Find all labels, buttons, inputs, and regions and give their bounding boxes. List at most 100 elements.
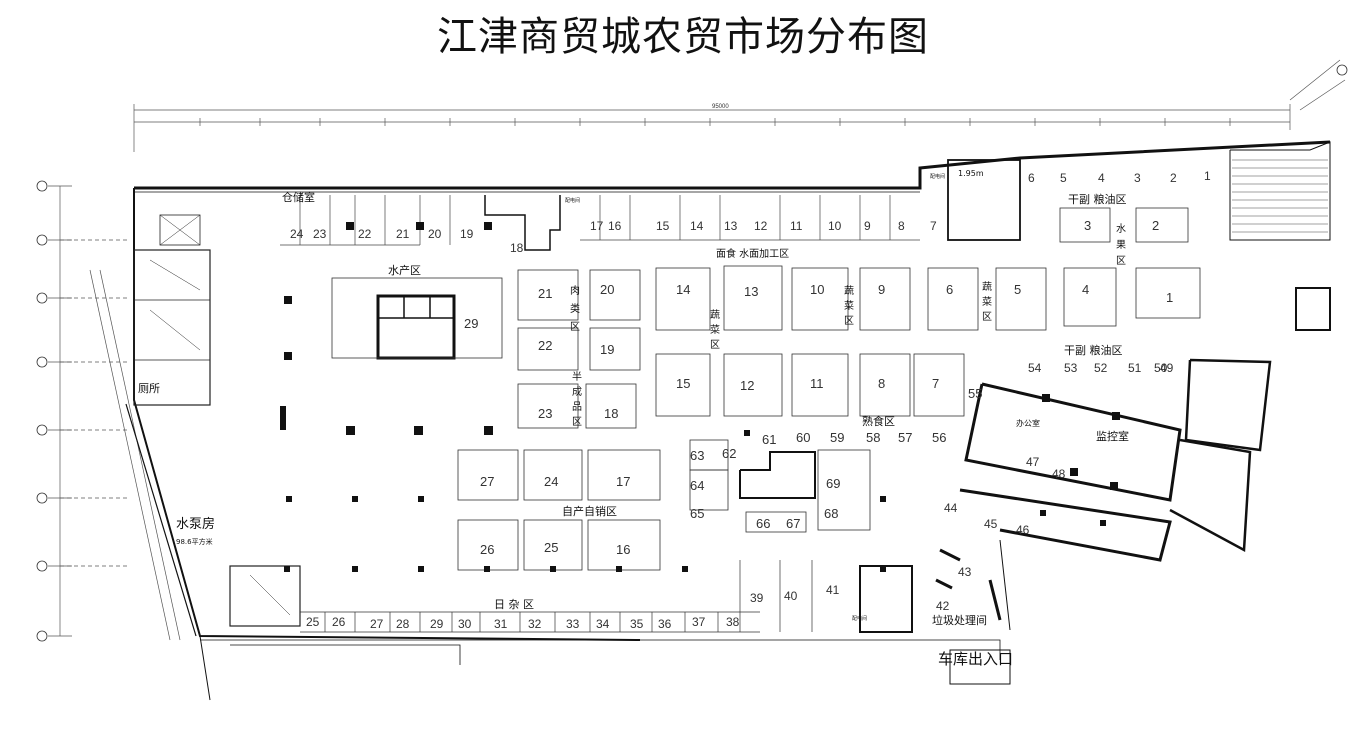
- pump-room-label: 水泵房: [176, 516, 215, 532]
- pump-area-label: 98.6平方米: [176, 537, 213, 546]
- stall-number: 29: [464, 316, 478, 331]
- stall-number: 61: [762, 432, 776, 447]
- toilet-label: 厕所: [138, 382, 160, 395]
- stall-number: 49: [1160, 361, 1174, 375]
- stall-number: 9: [864, 219, 871, 233]
- stall-number: 16: [608, 219, 622, 233]
- semi-label-3: 品: [572, 401, 582, 413]
- stall-number: 14: [676, 282, 690, 297]
- stall-number: 12: [740, 378, 754, 393]
- stall-number: 67: [786, 516, 800, 531]
- stall-number: 14: [690, 219, 704, 233]
- stall-number: 2: [1170, 171, 1177, 185]
- stall-number: 58: [866, 430, 880, 445]
- stall-number: 43: [958, 565, 972, 579]
- power-room-2: 配电间: [930, 173, 945, 180]
- stall-number: 24: [290, 227, 304, 241]
- stall-number: 39: [750, 591, 764, 605]
- stall-number: 46: [1016, 523, 1030, 537]
- semi-label-2: 成: [572, 386, 582, 398]
- semi-label-4: 区: [572, 416, 582, 428]
- trash-room-label: 垃圾处理间: [932, 613, 987, 627]
- stall-number: 44: [944, 501, 958, 515]
- stall-number: 48: [1052, 467, 1066, 481]
- stall-number: 19: [600, 342, 614, 357]
- left-stairs: [133, 214, 301, 627]
- stall-number: 11: [810, 376, 824, 391]
- stall-number: 36: [658, 617, 672, 631]
- stall-number: 26: [480, 542, 494, 557]
- center-stair: [739, 451, 816, 499]
- stall-number: 19: [460, 227, 474, 241]
- self-sale-label: 自产自销区: [562, 504, 617, 518]
- stall-number: 37: [692, 615, 706, 629]
- stall-number: 51: [1128, 361, 1142, 375]
- power-room-3: 配电间: [852, 615, 867, 622]
- building-outline: [125, 140, 1331, 701]
- meat-label-3: 区: [570, 321, 580, 333]
- stall-number: 30: [458, 617, 472, 631]
- bottom-stall-strip: [300, 560, 913, 633]
- axis-markers: [36, 64, 1348, 642]
- stall-number: 27: [370, 617, 384, 631]
- veg-label-b3: 区: [844, 315, 854, 327]
- columns: [280, 222, 1120, 572]
- stall-number: 2: [1152, 218, 1159, 233]
- stall-number: 3: [1134, 171, 1141, 185]
- car-entry-label: 车库出入口: [938, 650, 1013, 668]
- stall-number: 34: [596, 617, 610, 631]
- daily-goods-label: 日 杂 区: [494, 598, 534, 611]
- stall-number: 53: [1064, 361, 1078, 375]
- office-label: 办公室: [1016, 418, 1040, 428]
- stall-number: 38: [726, 615, 740, 629]
- stall-number: 6: [946, 282, 953, 297]
- dry-goods-label-top: 干副 粮油区: [1068, 192, 1127, 206]
- stall-number: 59: [830, 430, 844, 445]
- stall-number: 22: [358, 227, 372, 241]
- stall-number: 18: [510, 241, 524, 255]
- stall-number: 17: [616, 474, 630, 489]
- stall-number: 31: [494, 617, 508, 631]
- stall-number: 13: [744, 284, 758, 299]
- dry-goods-label-mid: 干副 粮油区: [1064, 343, 1123, 357]
- stall-number: 15: [676, 376, 690, 391]
- stall-number: 33: [566, 617, 580, 631]
- stall-number: 6: [1028, 171, 1035, 185]
- stall-blocks: [331, 207, 1201, 571]
- stall-number: 24: [544, 474, 558, 489]
- stall-number: 56: [932, 430, 946, 445]
- map-title: 江津商贸城农贸市场分布图: [437, 14, 929, 60]
- stall-number: 57: [898, 430, 912, 445]
- stall-number: 12: [754, 219, 768, 233]
- stall-number: 23: [313, 227, 327, 241]
- stall-number: 66: [756, 516, 770, 531]
- veg-label-a3: 区: [710, 339, 720, 351]
- stall-number: 69: [826, 476, 840, 491]
- storage-label: 仓储室: [282, 190, 315, 204]
- aquatic-label: 水产区: [388, 263, 421, 277]
- stall-number: 5: [1060, 171, 1067, 185]
- stall-number: 25: [544, 540, 558, 555]
- stall-number: 64: [690, 478, 704, 493]
- stall-number: 9: [878, 282, 885, 297]
- stall-number: 1: [1166, 290, 1173, 305]
- stall-number: 22: [538, 338, 552, 353]
- stall-number: 45: [984, 517, 998, 531]
- stall-number: 18: [604, 406, 618, 421]
- stall-number: 62: [722, 446, 736, 461]
- stall-number: 4: [1098, 171, 1105, 185]
- stall-number: 47: [1026, 455, 1040, 469]
- stall-number: 21: [538, 286, 552, 301]
- control-room-label: 监控室: [1096, 429, 1129, 443]
- total-dimension: 95000: [712, 104, 729, 110]
- stall-number: 7: [932, 376, 939, 391]
- meat-label-1: 肉: [570, 284, 580, 297]
- stall-number: 63: [690, 448, 704, 463]
- stall-number: 21: [396, 227, 410, 241]
- core-elevator: [376, 294, 456, 360]
- zone-labels: 仓储室 水产区 肉 类 区 面食 水面加工区 蔬 菜 区 蔬 菜 区 蔬 菜 区…: [138, 169, 1129, 668]
- fruit-label-1: 水: [1116, 223, 1126, 235]
- stall-number: 8: [898, 219, 905, 233]
- fruit-label-3: 区: [1116, 255, 1126, 267]
